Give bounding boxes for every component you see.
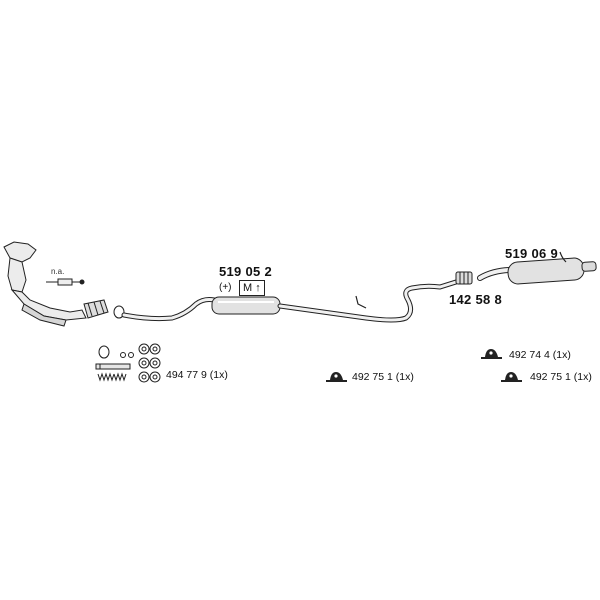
tail-pipe [581,261,597,272]
not-available-note: n.a. [51,267,65,276]
connector-part-number: 142 58 8 [449,292,503,307]
flexible-joint [83,299,109,319]
hanger-rear-lower-label: 492 75 1 (1x) [530,371,592,383]
rear-muffler-part-number: 519 06 9 [505,246,559,261]
plus-marker: (+) [219,282,232,293]
hanger-rear-upper-label: 492 74 4 (1x) [509,349,571,361]
hanger-icon-rear-upper [481,349,502,359]
arrow-up-icon: ↑ [255,282,261,294]
center-muffler-part-number: 519 05 2 [219,264,273,279]
rear-hanger-hook [559,251,567,263]
hanger-icon-center [326,372,347,382]
hanger-center-label: 492 75 1 (1x) [352,371,414,383]
mounting-kit [95,343,161,383]
m-letter: M [243,282,253,294]
center-muffler [211,296,281,315]
lambda-sensor [46,278,85,286]
mount-kit-label: 494 77 9 (1x) [166,369,228,381]
connector-clamp [455,271,473,285]
hanger-icon-rear-lower [501,372,522,382]
hanger-bracket [355,295,367,309]
rear-muffler [507,257,585,285]
mounting-marker: M ↑ [239,280,265,296]
catalytic-converter [3,241,87,327]
